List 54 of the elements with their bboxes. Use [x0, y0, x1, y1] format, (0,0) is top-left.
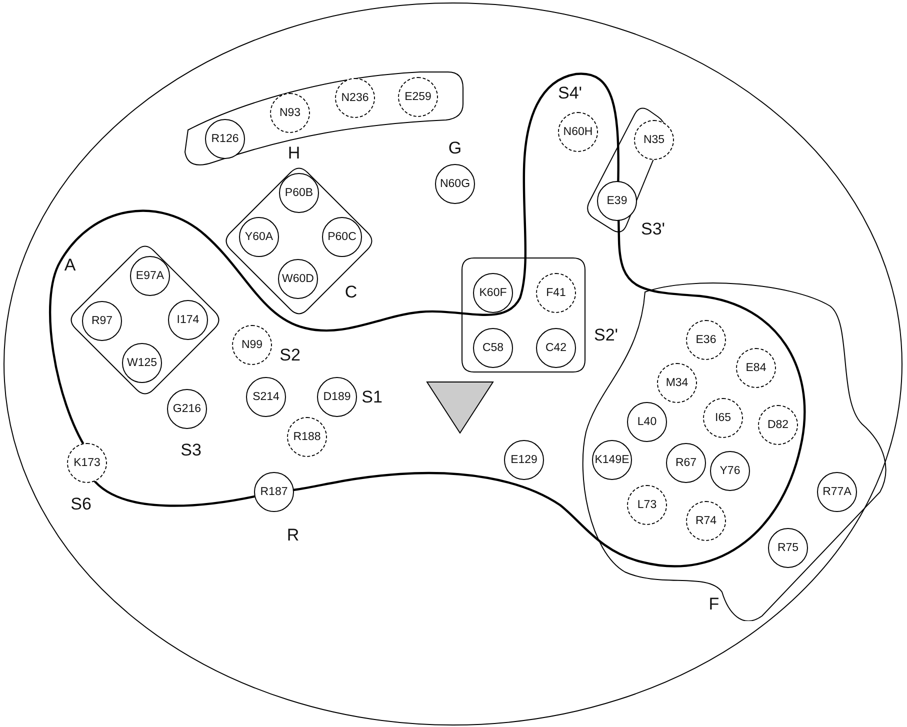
residue-circle: R187 [254, 472, 294, 512]
residue-circle: R97 [82, 301, 122, 341]
subsite-label: G [448, 140, 462, 156]
residue-circle: R126 [205, 119, 245, 159]
residue-circle: E259 [398, 77, 438, 117]
residue-circle: F41 [536, 273, 576, 313]
residue-circle: P60B [279, 173, 319, 213]
group-label: H [288, 144, 300, 162]
residue-circle: N60G [435, 164, 475, 204]
residue-circle: Y60A [239, 217, 279, 257]
residue-circle: N60H [558, 112, 598, 152]
residue-circle: D82 [758, 405, 798, 445]
group-label: S3' [640, 220, 666, 238]
residue-circle: E39 [597, 181, 637, 221]
residue-circle: I174 [168, 300, 208, 340]
residue-circle: E84 [736, 348, 776, 388]
subsite-label: S6 [70, 496, 92, 512]
residue-circle: R67 [666, 443, 706, 483]
residue-circle: K60F [473, 273, 513, 313]
residue-circle: C58 [473, 328, 513, 368]
subsite-label: S1 [362, 388, 382, 406]
subsite-label: R [286, 526, 300, 544]
subsite-label: S3 [180, 442, 202, 458]
residue-circle: G216 [167, 389, 207, 429]
residue-circle: N236 [335, 78, 375, 118]
subsite-label: S4' [558, 84, 582, 102]
residue-circle: M34 [657, 363, 697, 403]
residue-circle: L40 [627, 402, 667, 442]
residue-circle: R77A [817, 472, 857, 512]
residue-circle: N99 [232, 325, 272, 365]
residue-circle: P60C [322, 217, 362, 257]
residue-circle: R75 [768, 528, 808, 568]
residue-circle: L73 [627, 485, 667, 525]
residue-circle: S214 [246, 377, 286, 417]
residue-circle: K173 [67, 443, 107, 483]
group-label: F [708, 596, 720, 612]
residue-circle: W60D [278, 259, 318, 299]
residue-circle: W125 [122, 343, 162, 383]
residue-circle: E97A [130, 256, 170, 296]
residue-circle: R74 [686, 501, 726, 541]
residue-circle: R188 [287, 417, 327, 457]
group-label: A [64, 256, 76, 274]
residue-circle: D189 [317, 377, 357, 417]
residue-circle: I65 [703, 398, 743, 438]
residue-circle: K149E [592, 440, 632, 480]
residue-circle: N35 [634, 120, 674, 160]
residue-circle: E129 [504, 440, 544, 480]
group-label: S2' [594, 326, 618, 344]
residue-circle: E36 [686, 320, 726, 360]
residue-circle: N93 [270, 93, 310, 133]
residue-circle: Y76 [710, 451, 750, 491]
group-label: C [344, 284, 358, 300]
subsite-label: S2 [280, 346, 300, 364]
residue-circle: C42 [536, 328, 576, 368]
